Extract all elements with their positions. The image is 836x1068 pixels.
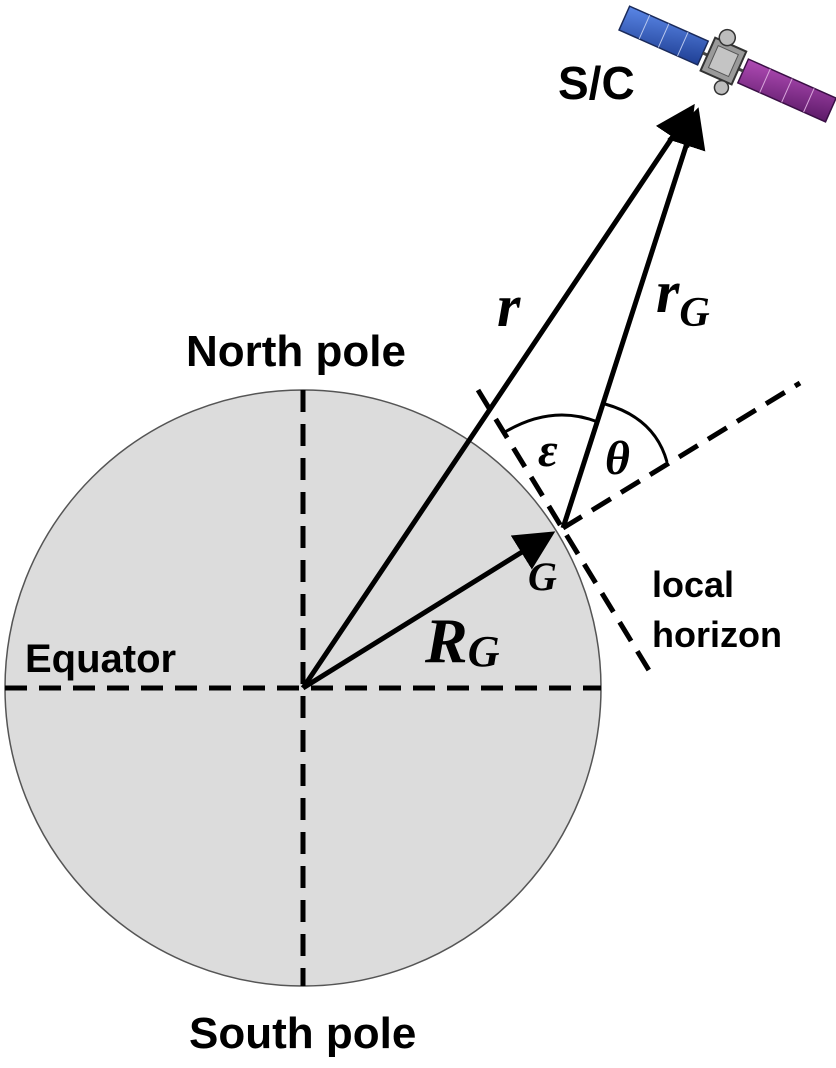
north-pole-label: North pole xyxy=(186,327,406,376)
vector-r xyxy=(300,103,695,690)
r-g-subscript: G xyxy=(679,290,709,336)
vector-R-g xyxy=(301,531,556,691)
theta-label: θ xyxy=(605,432,630,485)
zenith-extension-line xyxy=(561,380,802,531)
R-g-main: R xyxy=(424,605,468,676)
epsilon-arc xyxy=(504,413,599,434)
vector-r-g xyxy=(560,107,706,529)
r-g-vector-label: rG xyxy=(656,259,710,336)
local-horizon-label-line2: horizon xyxy=(652,614,782,655)
r-g-main: r xyxy=(656,259,680,325)
epsilon-label: ε xyxy=(538,424,558,477)
satellite-icon xyxy=(618,5,836,123)
south-pole-label: South pole xyxy=(189,1009,416,1058)
r-vector-label: r xyxy=(497,273,521,339)
local-horizon-line xyxy=(475,388,653,674)
R-g-vector-label: RG xyxy=(424,605,500,676)
ground-station-label: G xyxy=(528,554,557,599)
equator-label: Equator xyxy=(25,637,176,681)
local-horizon-label-line1: local xyxy=(652,564,734,605)
R-g-subscript: G xyxy=(468,627,500,676)
theta-arc xyxy=(604,402,669,463)
spacecraft-label: S/C xyxy=(558,57,635,109)
